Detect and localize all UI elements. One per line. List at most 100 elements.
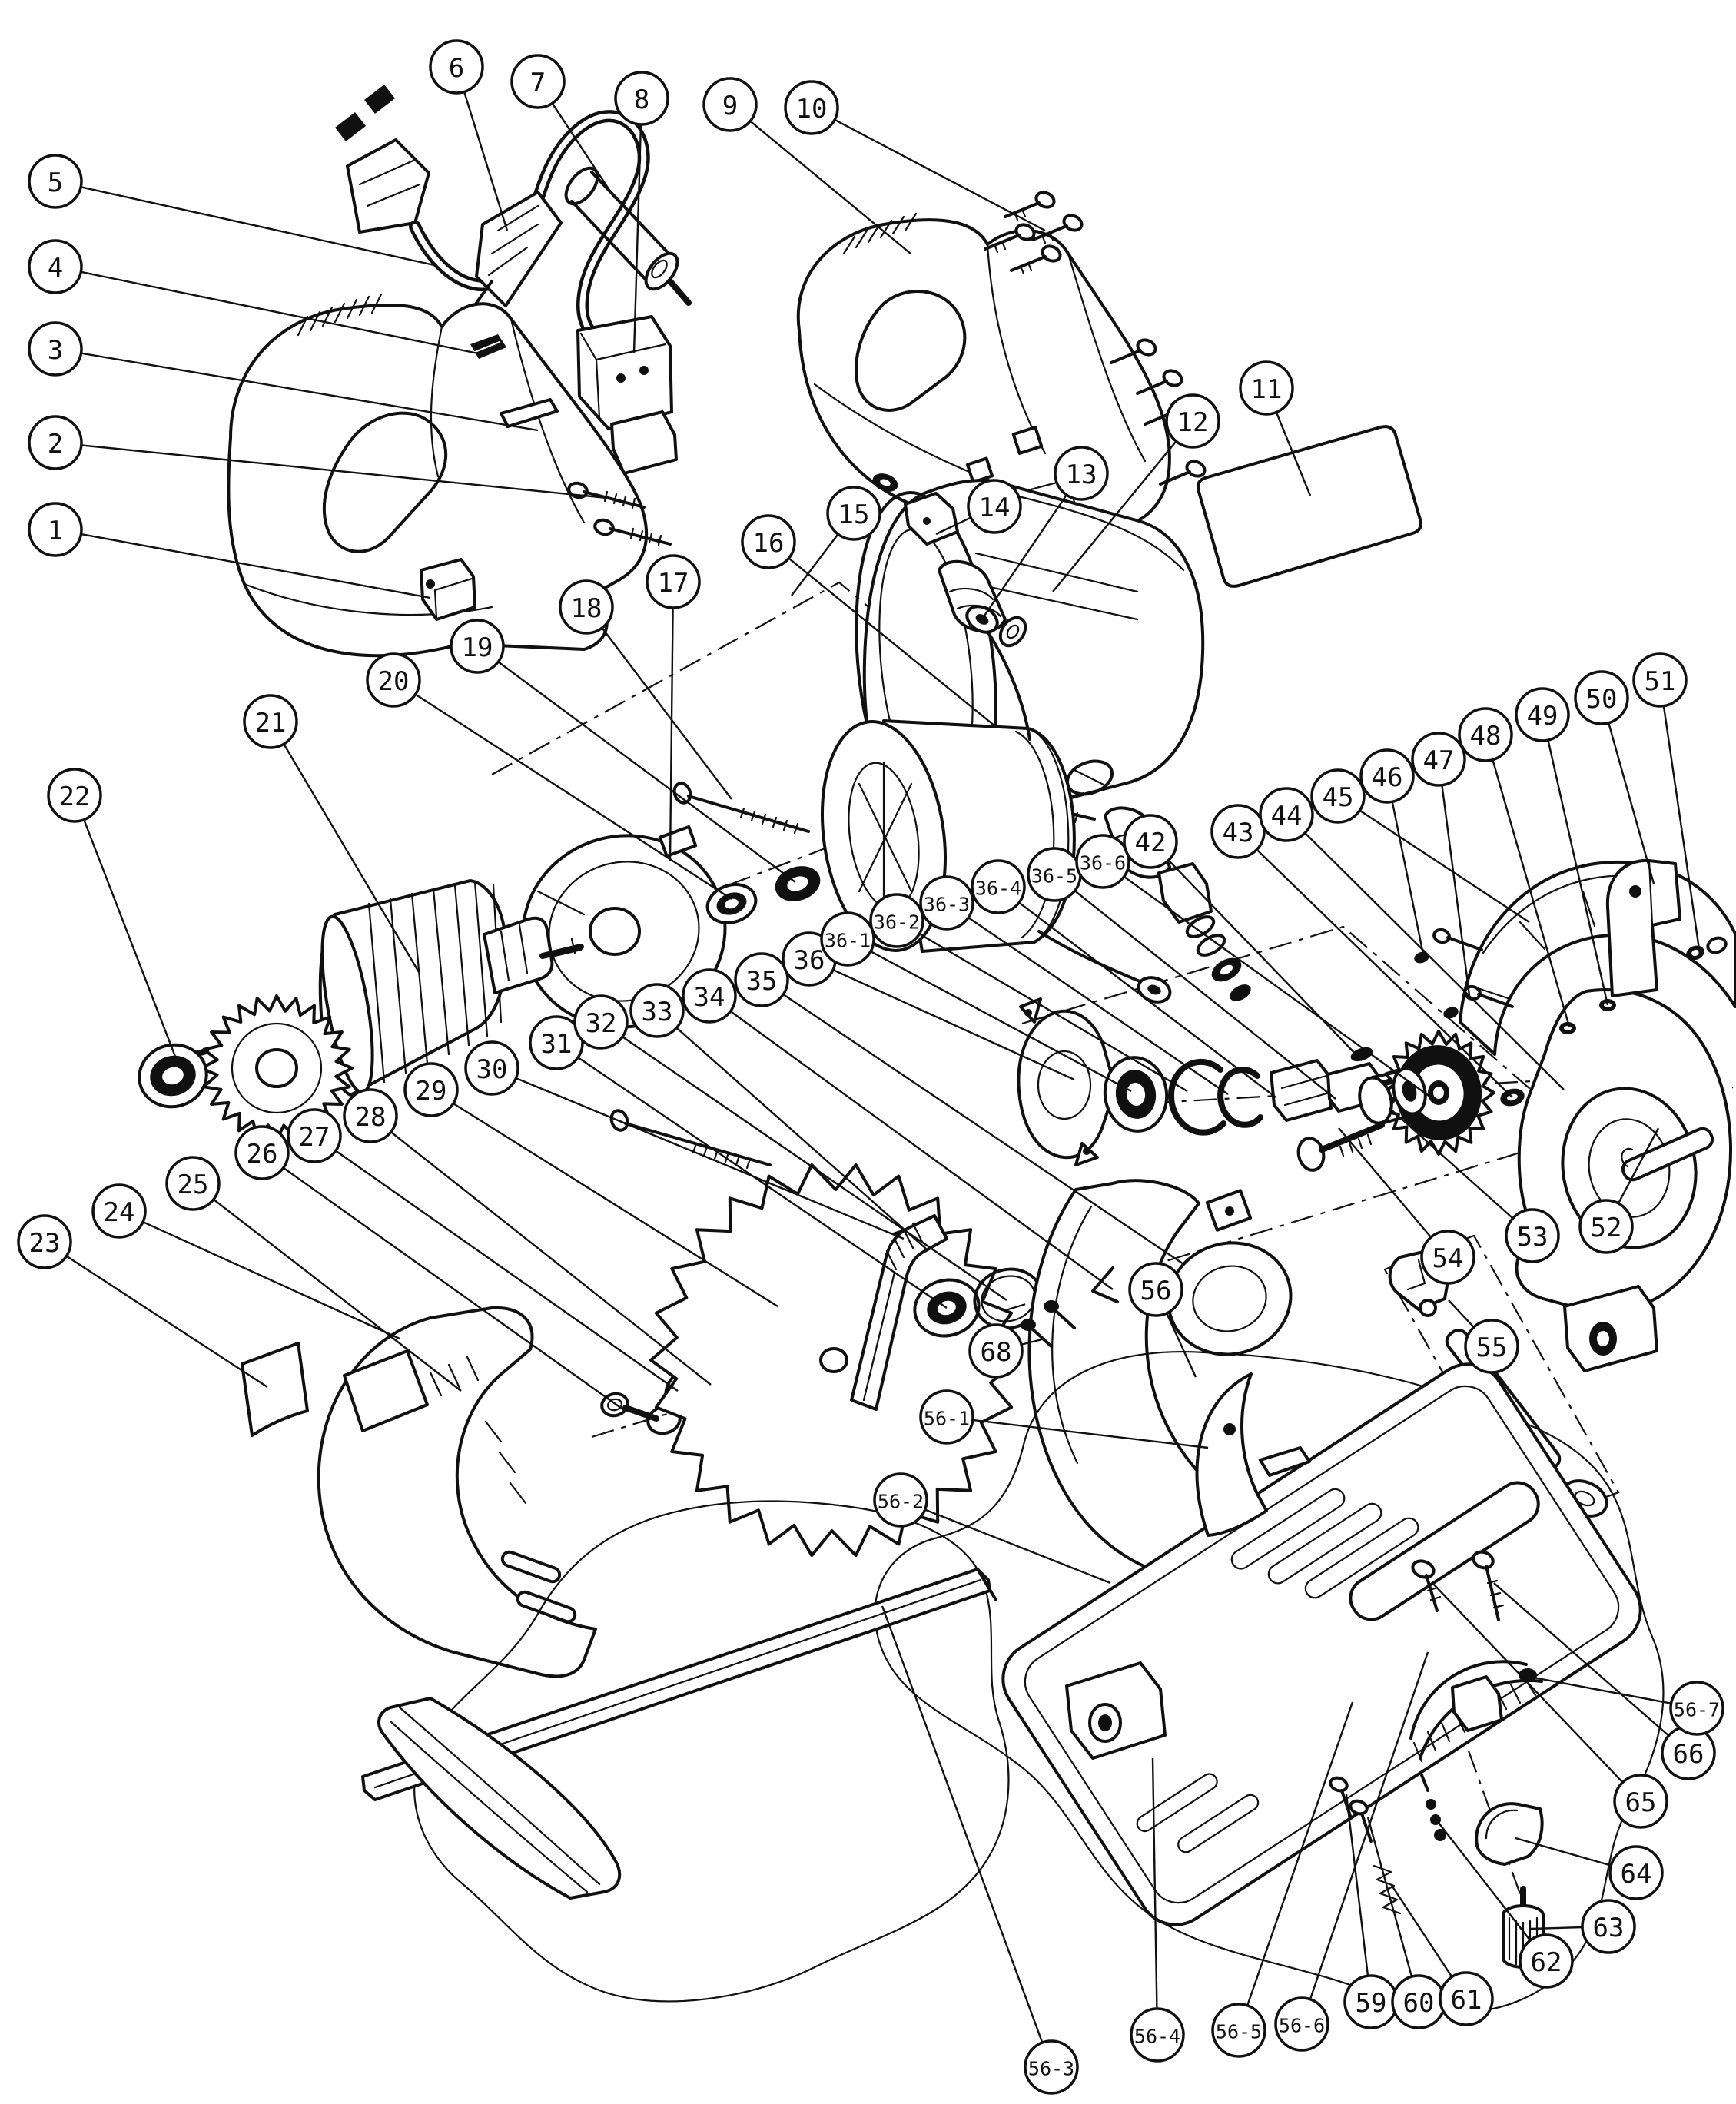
leader-line-6 bbox=[463, 91, 509, 231]
callout-34: 34 bbox=[682, 968, 1114, 1290]
balloon-number-66: 66 bbox=[1673, 1739, 1704, 1770]
balloon-circle-16 bbox=[741, 514, 796, 569]
balloon-circle-5 bbox=[28, 154, 83, 209]
balloon-number-31: 31 bbox=[541, 1029, 573, 1060]
leader-line-44 bbox=[1304, 832, 1565, 1090]
balloon-circle-14 bbox=[967, 479, 1022, 534]
callout-9: 9 bbox=[702, 77, 911, 254]
balloon-number-47: 47 bbox=[1423, 745, 1455, 776]
balloon-number-46: 46 bbox=[1372, 762, 1403, 793]
leader-line-61 bbox=[1389, 1883, 1453, 1978]
balloon-circle-26 bbox=[234, 1125, 290, 1180]
callout-29: 29 bbox=[403, 1062, 778, 1308]
leader-line-36 bbox=[832, 968, 1075, 1081]
balloon-number-68: 68 bbox=[981, 1337, 1012, 1368]
balloon-circle-56 bbox=[1128, 1262, 1183, 1317]
balloon-circle-36-2 bbox=[869, 893, 924, 948]
part-18-screws-long bbox=[609, 782, 810, 1170]
leader-line-68 bbox=[1021, 1337, 1046, 1346]
balloon-number-49: 49 bbox=[1527, 701, 1558, 732]
balloon-circle-8 bbox=[614, 71, 669, 126]
balloon-number-62: 62 bbox=[1531, 1947, 1562, 1978]
callout-14: 14 bbox=[935, 479, 1022, 536]
leader-line-16 bbox=[788, 557, 996, 727]
leader-line-56-5 bbox=[1246, 1701, 1354, 2006]
callout-4: 4 bbox=[28, 239, 486, 357]
leader-line-36-4 bbox=[1018, 901, 1276, 1098]
balloon-number-53: 53 bbox=[1517, 1222, 1548, 1253]
part-56-1-guard-bracket bbox=[1195, 1372, 1311, 1537]
callout-13: 13 bbox=[979, 446, 1109, 623]
balloon-number-35: 35 bbox=[746, 966, 778, 997]
balloon-number-64: 64 bbox=[1621, 1859, 1652, 1890]
balloon-circle-15 bbox=[826, 486, 881, 541]
callout-56-1: 56-1 bbox=[919, 1389, 1209, 1449]
part-64-cam-cover bbox=[1475, 1802, 1544, 1866]
callout-36: 36 bbox=[782, 931, 1075, 1081]
balloon-number-27: 27 bbox=[299, 1122, 330, 1153]
balloon-circle-22 bbox=[47, 768, 102, 823]
balloon-number-61: 61 bbox=[1451, 1985, 1482, 2016]
callout-43: 43 bbox=[1210, 804, 1513, 1098]
leader-line-45 bbox=[1359, 809, 1530, 924]
callout-23: 23 bbox=[17, 1214, 268, 1389]
balloon-number-24: 24 bbox=[104, 1197, 135, 1228]
balloon-number-56: 56 bbox=[1140, 1276, 1172, 1306]
balloon-number-36-2: 36-2 bbox=[874, 911, 920, 934]
callout-68: 68 bbox=[968, 1323, 1046, 1379]
leader-line-56 bbox=[1166, 1313, 1197, 1378]
leader-line-27 bbox=[335, 1150, 679, 1392]
balloon-number-17: 17 bbox=[658, 568, 689, 599]
balloon-number-50: 50 bbox=[1586, 684, 1618, 715]
leader-line-9 bbox=[749, 120, 911, 254]
callout-3: 3 bbox=[28, 321, 539, 432]
part-66-bolt bbox=[1472, 1550, 1505, 1621]
part-22-bearing bbox=[138, 1043, 208, 1109]
balloon-circle-52 bbox=[1578, 1199, 1634, 1254]
balloon-number-1: 1 bbox=[48, 516, 63, 546]
leader-line-59 bbox=[1345, 1794, 1369, 1976]
leader-line-32 bbox=[622, 1036, 1007, 1301]
balloon-circle-27 bbox=[287, 1108, 342, 1163]
balloon-circle-48 bbox=[1458, 707, 1513, 762]
balloon-circle-56-3 bbox=[1024, 2039, 1079, 2095]
balloon-circle-36-1 bbox=[820, 911, 875, 967]
leader-line-29 bbox=[453, 1103, 778, 1308]
leader-line-62 bbox=[1438, 1822, 1532, 1941]
callout-36-6: 36-6 bbox=[1075, 834, 1432, 1098]
part-54-bolt bbox=[1296, 1122, 1385, 1172]
callout-35: 35 bbox=[734, 952, 1184, 1265]
balloon-number-16: 16 bbox=[753, 528, 785, 559]
leader-line-63 bbox=[1530, 1926, 1583, 1930]
leader-line-25 bbox=[213, 1198, 462, 1392]
balloon-number-32: 32 bbox=[586, 1008, 617, 1039]
balloon-circle-1 bbox=[28, 502, 83, 557]
leader-line-19 bbox=[497, 661, 796, 883]
callout-61: 61 bbox=[1389, 1883, 1494, 2026]
callout-64: 64 bbox=[1515, 1837, 1664, 1900]
balloon-number-10: 10 bbox=[796, 94, 828, 124]
leader-line-35 bbox=[782, 994, 1184, 1265]
callout-28: 28 bbox=[343, 1088, 712, 1386]
part-59-60-screws bbox=[1329, 1776, 1373, 1843]
callout-56-4: 56-4 bbox=[1130, 1757, 1185, 2063]
balloon-circle-12 bbox=[1165, 393, 1220, 449]
callout-25: 25 bbox=[165, 1156, 462, 1392]
balloon-circle-33 bbox=[629, 983, 685, 1038]
callout-63: 63 bbox=[1530, 1899, 1636, 1954]
leader-line-31 bbox=[577, 1057, 948, 1309]
leader-line-56-1 bbox=[972, 1419, 1209, 1449]
part-65-screw bbox=[1411, 1559, 1442, 1612]
balloon-circle-3 bbox=[28, 321, 83, 377]
balloon-number-45: 45 bbox=[1323, 782, 1354, 813]
balloon-circle-42 bbox=[1123, 814, 1178, 869]
balloon-number-36-1: 36-1 bbox=[825, 930, 871, 952]
callout-56-3: 56-3 bbox=[881, 1605, 1079, 2095]
part-56-pivot-bracket bbox=[1065, 1661, 1167, 1760]
leader-line-56-3 bbox=[881, 1605, 1044, 2043]
balloon-number-52: 52 bbox=[1591, 1213, 1622, 1243]
part-33-guard-lever bbox=[850, 1214, 948, 1411]
balloon-number-34: 34 bbox=[694, 982, 725, 1013]
balloon-number-36-6: 36-6 bbox=[1080, 852, 1126, 874]
